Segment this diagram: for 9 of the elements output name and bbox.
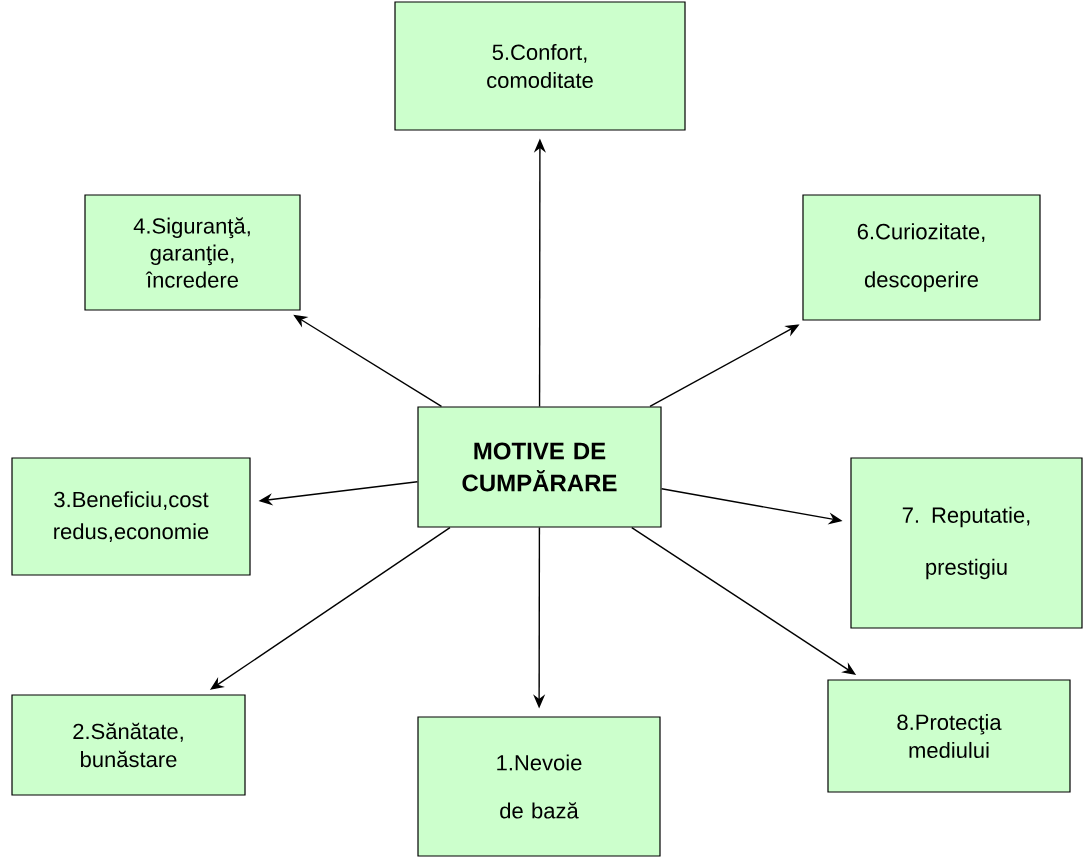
central-box: MOTIVE DE CUMPĂRARE xyxy=(417,406,662,528)
reason-box: 2.Sănătate, bunăstare xyxy=(11,694,246,796)
reason-box: 7. Reputatie, prestigiu xyxy=(850,457,1083,629)
reason-box: 4.Siguranţă, garanţie, încredere xyxy=(84,194,301,311)
reason-box: 8.Protecţia mediului xyxy=(827,679,1071,793)
reason-box: 1.Nevoie de bază xyxy=(417,716,661,857)
reason-box: 3.Beneficiu,cost redus,economie xyxy=(11,457,251,576)
reason-box: 6.Curiozitate, descoperire xyxy=(802,194,1041,321)
reason-box: 5.Confort, comoditate xyxy=(394,1,686,131)
